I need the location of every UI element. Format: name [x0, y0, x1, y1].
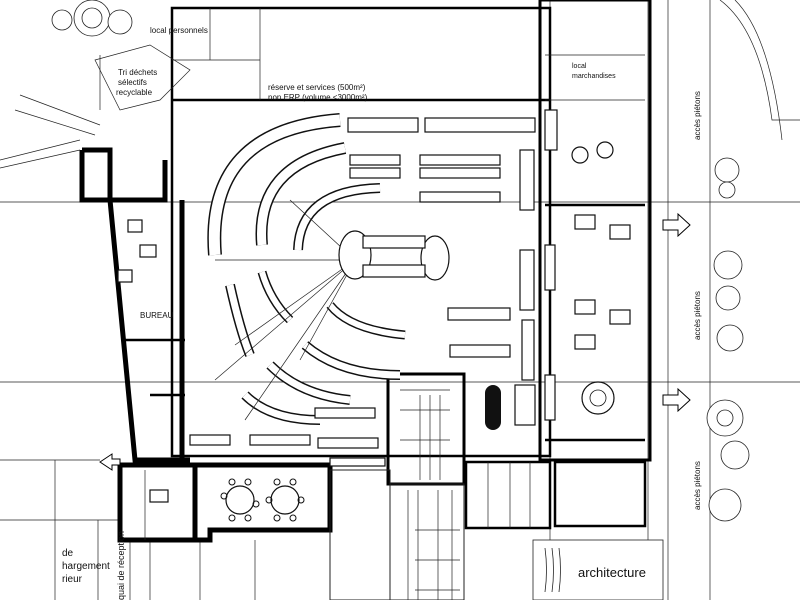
label-dechargement-line2: hargement: [62, 561, 110, 572]
label-reserve-line1: réserve et services (500m²): [268, 83, 366, 92]
label-acces-pietons-3: accès piétons: [693, 461, 702, 510]
meeting-tables: [117, 214, 631, 522]
site-diagonals: [14, 44, 191, 136]
label-tri-dechets-line3: recyclable: [116, 88, 153, 97]
entrance-arrows: [99, 212, 691, 471]
label-local-marchandises-line1: local: [572, 63, 587, 70]
label-tri-dechets-line1: Tri déchets: [118, 68, 157, 77]
label-acces-pietons-2: accès piétons: [693, 291, 702, 340]
label-acces-pietons-1: accès piétons: [693, 91, 702, 140]
store-walls: [79, 0, 652, 600]
label-dechargement-line1: de: [62, 548, 74, 559]
label-dechargement-line3: rieur: [62, 574, 83, 585]
corridor-stairs: [415, 395, 460, 591]
labels: local personnels Tri déchets sélectifs r…: [62, 26, 702, 600]
trees: [51, 0, 750, 522]
shelving-rows: [189, 109, 558, 467]
title-block: [532, 539, 664, 600]
central-displays: [338, 141, 615, 430]
label-tri-dechets-line2: sélectifs: [118, 78, 147, 87]
label-local-personnels: local personnels: [150, 26, 208, 35]
label-local-marchandises-line2: marchandises: [572, 73, 616, 80]
radial-lines: [214, 199, 356, 421]
label-reception: quai de réception: [116, 531, 126, 600]
label-reserve-line2: non ERP (volume <3000m²): [268, 93, 368, 102]
label-architecture: architecture: [578, 565, 646, 580]
curved-shelving: [207, 113, 406, 425]
label-bureau: BUREAU: [140, 311, 174, 320]
